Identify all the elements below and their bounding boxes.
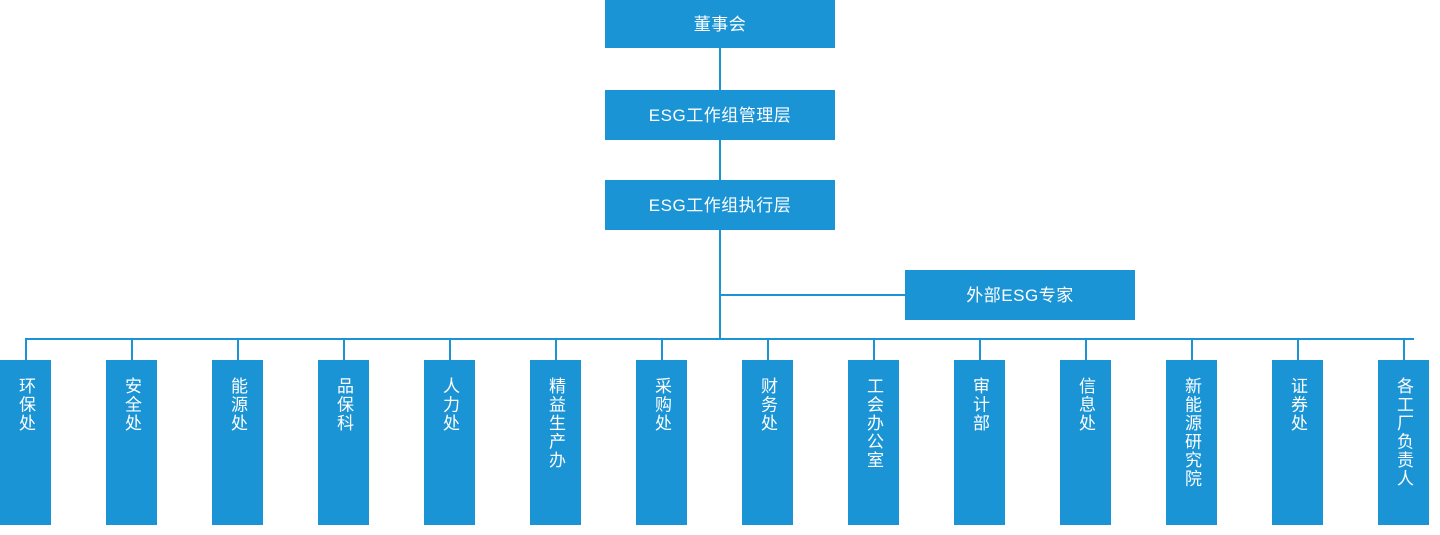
- node-department-label: 证券处: [1288, 377, 1308, 433]
- department-stem: [555, 338, 557, 360]
- node-department-label: 信息处: [1076, 377, 1096, 433]
- node-department-label: 工会办公室: [864, 377, 884, 470]
- department-stem: [449, 338, 451, 360]
- department-stem: [1191, 338, 1193, 360]
- node-department-label: 各工厂负责人: [1394, 377, 1414, 488]
- node-department-label: 能源处: [228, 377, 248, 433]
- node-department-label: 财务处: [758, 377, 778, 433]
- node-department[interactable]: 精益生产办: [530, 360, 581, 525]
- department-stem: [343, 338, 345, 360]
- node-department[interactable]: 财务处: [742, 360, 793, 525]
- node-department-label: 环保处: [16, 377, 36, 433]
- connector-exec-to-advisor: [719, 294, 905, 296]
- node-department[interactable]: 证券处: [1272, 360, 1323, 525]
- node-department-label: 审计部: [970, 377, 990, 433]
- node-department[interactable]: 采购处: [636, 360, 687, 525]
- department-stem: [873, 338, 875, 360]
- department-stem: [767, 338, 769, 360]
- node-esg-management-layer[interactable]: ESG工作组管理层: [605, 90, 835, 140]
- node-esg-management-layer-label: ESG工作组管理层: [648, 105, 792, 125]
- connector-board-to-mgmt: [719, 48, 721, 90]
- node-department[interactable]: 新能源研究院: [1166, 360, 1217, 525]
- node-department[interactable]: 工会办公室: [848, 360, 899, 525]
- node-department-label: 精益生产办: [546, 377, 566, 470]
- node-department-label: 新能源研究院: [1182, 377, 1202, 488]
- department-stem: [1085, 338, 1087, 360]
- node-department-label: 安全处: [122, 377, 142, 433]
- department-stem: [237, 338, 239, 360]
- department-stem: [25, 338, 27, 360]
- connector-exec-to-bus: [719, 230, 721, 340]
- node-department[interactable]: 人力处: [424, 360, 475, 525]
- department-stem: [131, 338, 133, 360]
- node-department[interactable]: 安全处: [106, 360, 157, 525]
- department-stem: [1403, 338, 1405, 360]
- node-board-of-directors[interactable]: 董事会: [605, 0, 835, 48]
- node-external-esg-advisor-label: 外部ESG专家: [966, 285, 1074, 305]
- department-stem: [979, 338, 981, 360]
- node-department[interactable]: 能源处: [212, 360, 263, 525]
- node-department[interactable]: 信息处: [1060, 360, 1111, 525]
- department-stem: [1297, 338, 1299, 360]
- node-esg-execution-layer-label: ESG工作组执行层: [648, 195, 792, 215]
- node-esg-execution-layer[interactable]: ESG工作组执行层: [605, 180, 835, 230]
- connector-mgmt-to-exec: [719, 140, 721, 180]
- node-department-label: 人力处: [440, 377, 460, 433]
- node-board-of-directors-label: 董事会: [693, 14, 747, 34]
- department-stem: [661, 338, 663, 360]
- node-department[interactable]: 品保科: [318, 360, 369, 525]
- node-department[interactable]: 审计部: [954, 360, 1005, 525]
- node-department[interactable]: 环保处: [0, 360, 51, 525]
- department-bus-line: [25, 338, 1414, 340]
- node-department-label: 采购处: [652, 377, 672, 433]
- node-department-label: 品保科: [334, 377, 354, 433]
- node-department[interactable]: 各工厂负责人: [1378, 360, 1429, 525]
- node-external-esg-advisor[interactable]: 外部ESG专家: [905, 270, 1135, 320]
